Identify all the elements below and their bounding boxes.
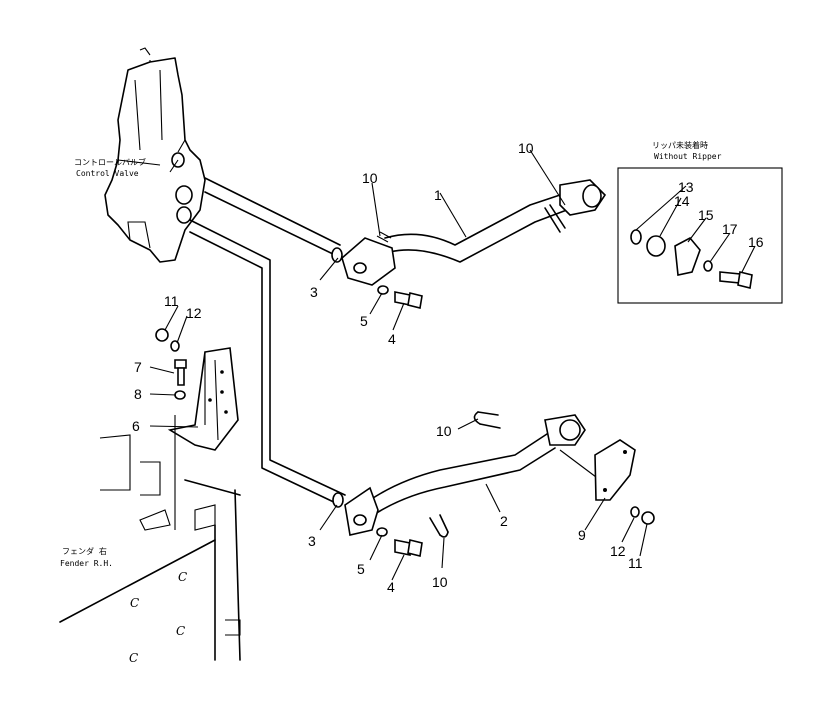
control-valve-label: Control Valve [76,169,139,178]
callout-13: 13 [678,179,694,195]
fender-mark-2: C [130,596,139,610]
callout-14: 14 [674,193,690,209]
u-bolt-upper [544,204,566,233]
callout-17: 17 [722,221,738,237]
hydraulic-pipe-2 [189,219,601,515]
callout-12-right: 12 [610,543,626,559]
callout-7: 7 [134,359,142,375]
callout-5-lower: 5 [357,561,365,577]
callout-5-upper: 5 [360,313,368,329]
callout-10-lower: 10 [432,574,448,590]
callout-9: 9 [578,527,586,543]
without-ripper-inset [617,167,783,304]
callout-3-lower: 3 [308,533,316,549]
fender-mark-3: C [176,624,185,638]
bracket-9 [594,439,636,501]
callout-4-lower: 4 [387,579,395,595]
control-valve [104,47,206,263]
callout-15: 15 [698,207,714,223]
nut-and-washer-left [155,328,187,400]
callout-4-upper: 4 [388,331,396,347]
bracket-6 [167,347,239,451]
callout-2: 2 [500,513,508,529]
hydraulic-pipe-1 [204,177,607,263]
u-bolt-lower-right [473,411,501,429]
callout-6: 6 [132,418,140,434]
callout-11-right: 11 [628,555,643,571]
callout-12-left: 12 [186,305,202,321]
split-flange-lower [332,486,423,557]
callout-10-upper: 10 [362,170,378,186]
fender-label-jp: フェンダ 右 [62,546,107,556]
callout-3-upper: 3 [310,284,318,300]
control-valve-label-jp: コントロールバルブ [74,157,146,167]
fender-mark-1: C [178,570,187,584]
callout-11-left: 11 [164,293,179,309]
callout-16: 16 [748,234,764,250]
split-flange-upper [331,231,423,309]
fender-mark-4: C [129,651,138,665]
callout-1: 1 [434,187,442,203]
without-ripper-label: Without Ripper [654,152,722,161]
fender-label: Fender R.H. [60,559,113,568]
callout-10-top: 10 [518,140,534,156]
callout-10-mid: 10 [436,423,452,439]
without-ripper-label-jp: リッパ未装着時 [652,140,708,150]
fender-rh [59,415,241,661]
callout-8: 8 [134,386,142,402]
u-bolt-lower-left [429,514,449,538]
leader-lines [149,149,756,581]
nut-and-washer-right [630,506,655,525]
